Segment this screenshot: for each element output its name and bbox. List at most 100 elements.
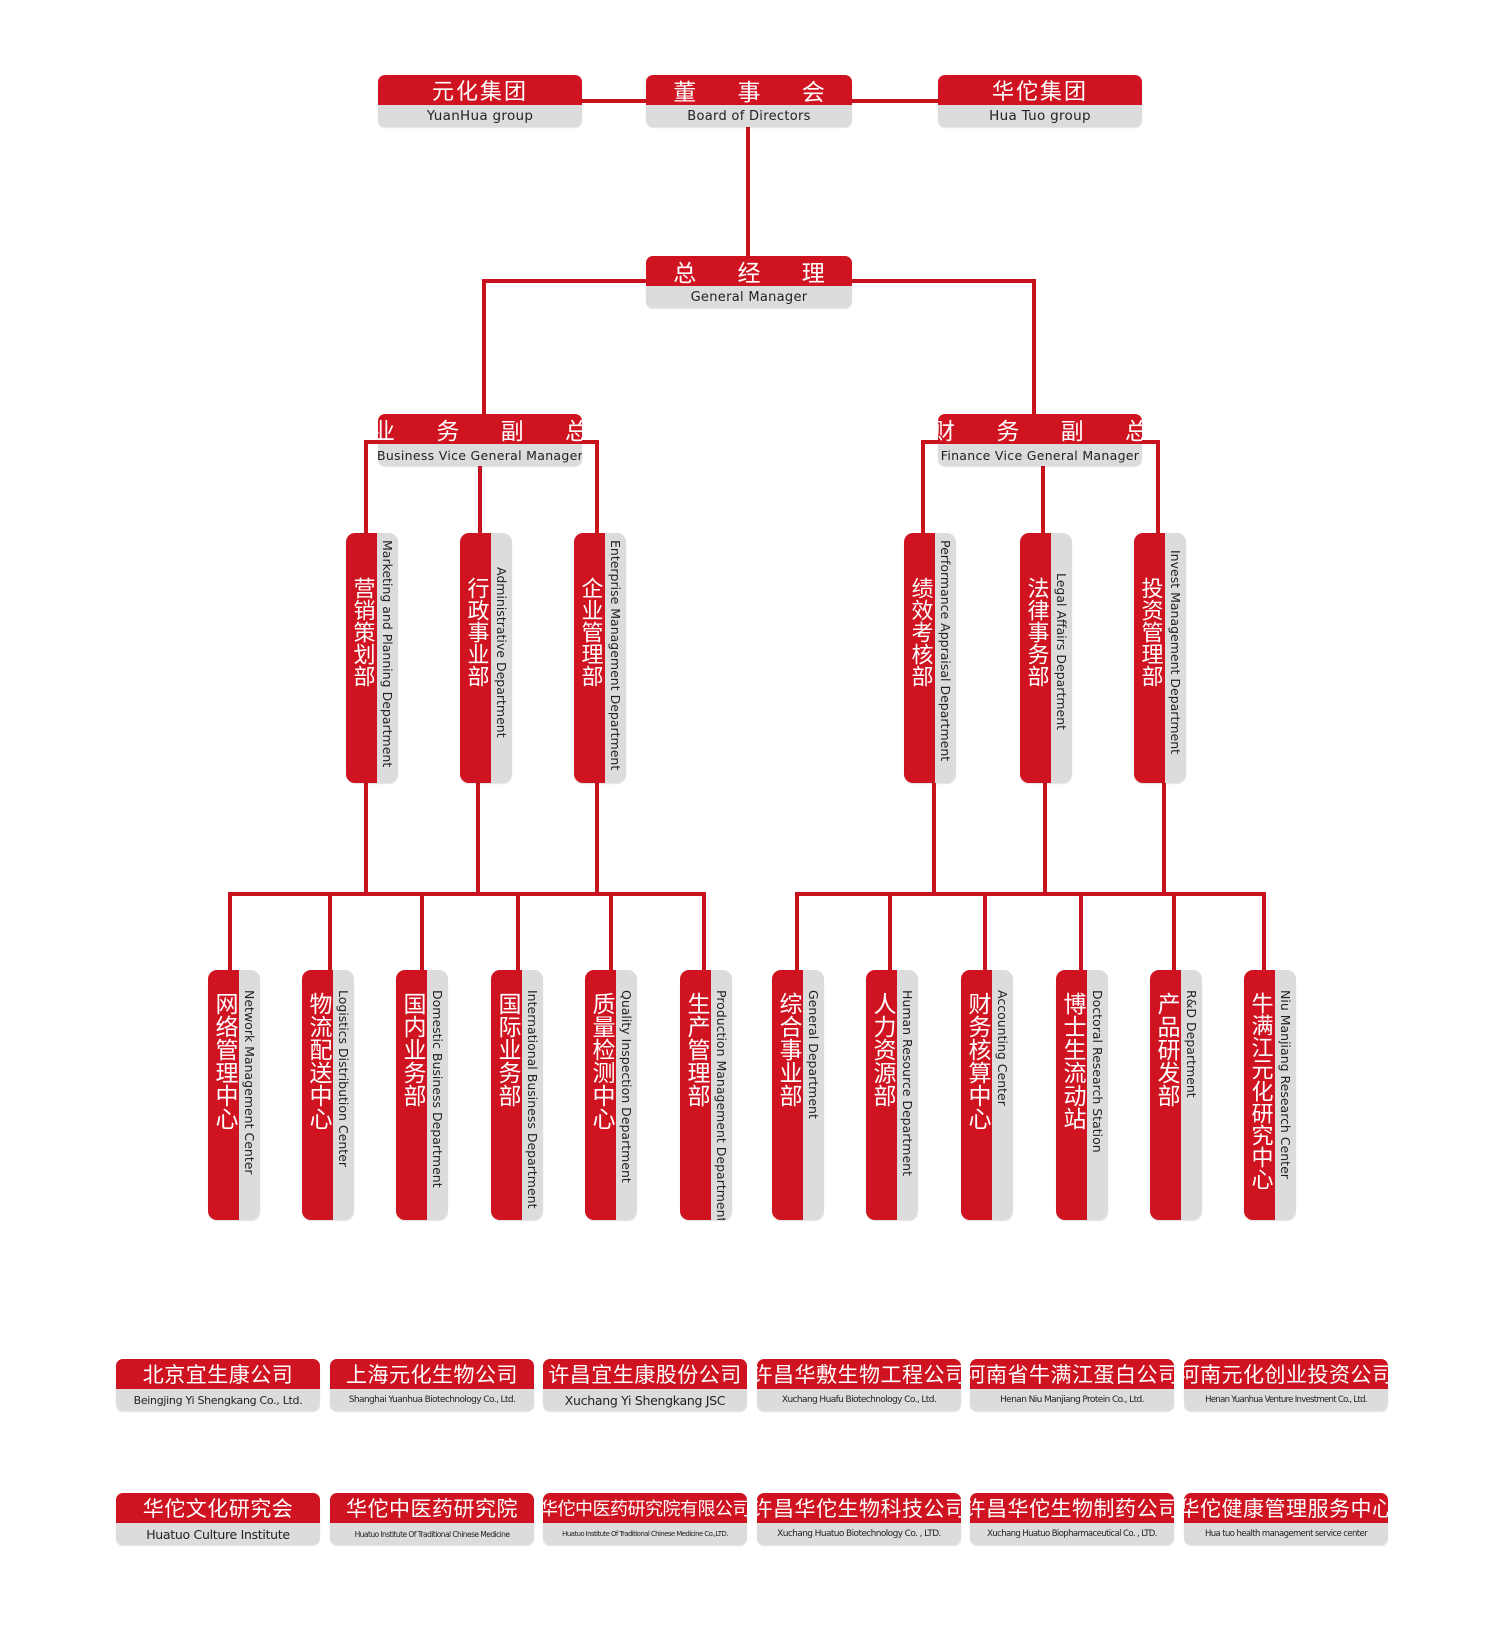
center-en: R&D Department xyxy=(1184,990,1199,1098)
company-en: Shanghai Yuanhua Biotechnology Co., Ltd. xyxy=(330,1389,534,1411)
center-zh: 生产管理部 xyxy=(683,992,709,1107)
department-box: 企业管理部 Enterprise Management Department xyxy=(574,533,626,783)
center-zh: 人力资源部 xyxy=(869,992,895,1107)
business-vgm-en: Business Vice General Manager xyxy=(378,444,582,466)
center-zh: 国际业务部 xyxy=(494,992,520,1107)
center-box: 产品研发部 R&D Department xyxy=(1150,970,1202,1220)
company-zh: 上海元化生物公司 xyxy=(330,1359,534,1389)
center-box: 生产管理部 Production Management Department xyxy=(680,970,732,1220)
company-en: Xuchang Huatuo Biopharmaceutical Co. , L… xyxy=(970,1523,1174,1545)
company-zh: 许昌华敷生物工程公司 xyxy=(757,1359,961,1389)
company-box: 上海元化生物公司 Shanghai Yuanhua Biotechnology … xyxy=(330,1359,534,1411)
center-box: 国际业务部 International Business Department xyxy=(491,970,543,1220)
department-zh: 企业管理部 xyxy=(577,577,603,687)
company-zh: 北京宜生康公司 xyxy=(116,1359,320,1389)
center-box: 网络管理中心 Network Management Center xyxy=(208,970,260,1220)
finance-vgm-box: 财 务 副 总 Finance Vice General Manager xyxy=(938,414,1142,466)
center-en: Quality Inspection Department xyxy=(619,990,634,1183)
center-en: General Department xyxy=(806,990,821,1119)
department-en: Marketing and Planning Department xyxy=(380,540,395,768)
company-en: Xuchang Huatuo Biotechnology Co. , LTD. xyxy=(757,1523,961,1545)
company-zh: 许昌华佗生物科技公司 xyxy=(757,1493,961,1523)
huatuo-group-zh: 华佗集团 xyxy=(938,75,1142,105)
department-zh: 法律事务部 xyxy=(1023,577,1049,687)
department-en: Enterprise Management Department xyxy=(608,540,623,771)
center-box: 国内业务部 Domestic Business Department xyxy=(396,970,448,1220)
center-box: 质量检测中心 Quality Inspection Department xyxy=(585,970,637,1220)
finance-vgm-en: Finance Vice General Manager xyxy=(938,444,1142,466)
board-zh: 董 事 会 xyxy=(646,75,852,106)
department-zh: 绩效考核部 xyxy=(907,577,933,687)
company-box: 河南元化创业投资公司 Henan Yuanhua Venture Investm… xyxy=(1184,1359,1388,1411)
center-en: International Business Department xyxy=(525,990,540,1209)
yuanhua-group-box: 元化集团 YuanHua group xyxy=(378,75,582,127)
center-en: Accounting Center xyxy=(995,990,1010,1106)
center-box: 牛满江元化研究中心 Niu Manjiang Research Center xyxy=(1244,970,1296,1220)
department-box: 行政事业部 Administrative Department xyxy=(460,533,512,783)
department-zh: 营销策划部 xyxy=(349,577,375,687)
department-zh: 行政事业部 xyxy=(463,577,489,687)
company-en: Henan Yuanhua Venture Investment Co., Lt… xyxy=(1184,1389,1388,1411)
company-zh: 华佗中医药研究院 xyxy=(330,1493,534,1523)
company-en: Xuchang Huafu Biotechnology Co., Ltd. xyxy=(757,1389,961,1411)
company-box: 河南省牛满江蛋白公司 Henan Niu Manjiang Protein Co… xyxy=(970,1359,1174,1411)
gm-en: General Manager xyxy=(646,286,852,308)
company-zh: 华佗中医药研究院有限公司 xyxy=(543,1493,747,1523)
business-vgm-zh: 业 务 副 总 xyxy=(378,414,582,445)
company-box: 许昌华佗生物科技公司 Xuchang Huatuo Biotechnology … xyxy=(757,1493,961,1545)
company-en: Huatuo Culture Institute xyxy=(116,1523,320,1545)
yuanhua-group-en: YuanHua group xyxy=(378,105,582,127)
company-en: Huatuo Institute Of Traditional Chinese … xyxy=(543,1523,747,1545)
company-box: 华佗文化研究会 Huatuo Culture Institute xyxy=(116,1493,320,1545)
center-box: 博士生流动站 Doctoral Research Station xyxy=(1056,970,1108,1220)
gm-box: 总 经 理 General Manager xyxy=(646,256,852,308)
company-zh: 许昌华佗生物制药公司 xyxy=(970,1493,1174,1523)
center-zh: 牛满江元化研究中心 xyxy=(1247,992,1273,1190)
company-en: Henan Niu Manjiang Protein Co., Ltd. xyxy=(970,1389,1174,1411)
department-en: Administrative Department xyxy=(494,567,509,738)
huatuo-group-box: 华佗集团 Hua Tuo group xyxy=(938,75,1142,127)
center-box: 财务核算中心 Accounting Center xyxy=(961,970,1013,1220)
department-box: 营销策划部 Marketing and Planning Department xyxy=(346,533,398,783)
company-zh: 许昌宜生康股份公司 xyxy=(543,1359,747,1389)
business-vgm-box: 业 务 副 总 Business Vice General Manager xyxy=(378,414,582,466)
company-box: 华佗中医药研究院有限公司 Huatuo Institute Of Traditi… xyxy=(543,1493,747,1545)
center-zh: 综合事业部 xyxy=(775,992,801,1107)
board-en: Board of Directors xyxy=(646,105,852,127)
center-box: 物流配送中心 Logistics Distribution Center xyxy=(302,970,354,1220)
center-zh: 博士生流动站 xyxy=(1059,992,1085,1130)
board-box: 董 事 会 Board of Directors xyxy=(646,75,852,127)
company-en: Huatuo Institute Of Traditional Chinese … xyxy=(330,1523,534,1545)
company-en: Beingjing Yi Shengkang Co., Ltd. xyxy=(116,1389,320,1411)
center-zh: 国内业务部 xyxy=(399,992,425,1107)
company-zh: 河南元化创业投资公司 xyxy=(1184,1359,1388,1389)
department-en: Invest Management Department xyxy=(1168,550,1183,755)
center-box: 综合事业部 General Department xyxy=(772,970,824,1220)
company-box: 许昌华佗生物制药公司 Xuchang Huatuo Biopharmaceuti… xyxy=(970,1493,1174,1545)
company-box: 许昌华敷生物工程公司 Xuchang Huafu Biotechnology C… xyxy=(757,1359,961,1411)
company-zh: 华佗文化研究会 xyxy=(116,1493,320,1523)
center-box: 人力资源部 Human Resource Department xyxy=(866,970,918,1220)
yuanhua-group-zh: 元化集团 xyxy=(378,75,582,105)
center-zh: 财务核算中心 xyxy=(964,992,990,1130)
company-box: 北京宜生康公司 Beingjing Yi Shengkang Co., Ltd. xyxy=(116,1359,320,1411)
huatuo-group-en: Hua Tuo group xyxy=(938,105,1142,127)
department-box: 法律事务部 Legal Affairs Department xyxy=(1020,533,1072,783)
center-en: Production Management Department xyxy=(714,990,729,1220)
department-box: 投资管理部 Invest Management Department xyxy=(1134,533,1186,783)
department-en: Legal Affairs Department xyxy=(1054,573,1069,731)
gm-zh: 总 经 理 xyxy=(646,256,852,287)
finance-vgm-zh: 财 务 副 总 xyxy=(938,414,1142,445)
center-en: Logistics Distribution Center xyxy=(336,990,351,1168)
center-zh: 质量检测中心 xyxy=(588,992,614,1130)
department-zh: 投资管理部 xyxy=(1137,577,1163,687)
company-box: 许昌宜生康股份公司 Xuchang Yi Shengkang JSC xyxy=(543,1359,747,1411)
department-box: 绩效考核部 Performance Appraisal Department xyxy=(904,533,956,783)
center-en: Network Management Center xyxy=(242,990,257,1175)
department-en: Performance Appraisal Department xyxy=(938,540,953,762)
company-en: Hua tuo health management service center xyxy=(1184,1523,1388,1545)
center-en: Doctoral Research Station xyxy=(1090,990,1105,1153)
company-zh: 华佗健康管理服务中心 xyxy=(1184,1493,1388,1523)
